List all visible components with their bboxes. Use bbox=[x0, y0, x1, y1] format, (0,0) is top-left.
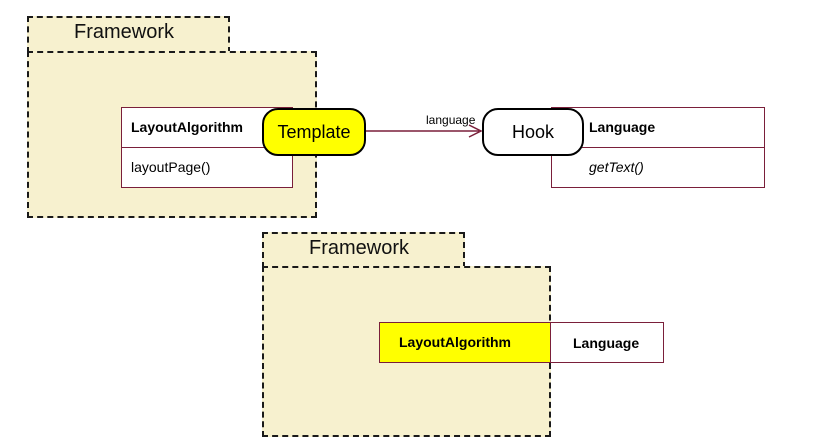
bottom-package-title: Framework bbox=[309, 237, 410, 259]
association-label: language bbox=[426, 113, 476, 127]
association-arrowhead bbox=[468, 124, 483, 138]
get-text-operation: getText() bbox=[589, 159, 644, 175]
bottom-language-class bbox=[550, 322, 664, 363]
top-package-title: Framework bbox=[74, 21, 175, 43]
bottom-layout-algorithm-name: LayoutAlgorithm bbox=[399, 334, 511, 350]
hook-tag: Hook bbox=[482, 108, 584, 156]
bottom-layout-algorithm-class bbox=[379, 322, 551, 363]
layout-algorithm-class-name: LayoutAlgorithm bbox=[131, 119, 243, 135]
template-tag: Template bbox=[262, 108, 366, 156]
language-class-name: Language bbox=[589, 119, 656, 135]
layout-algorithm-separator bbox=[121, 147, 293, 148]
layout-page-operation: layoutPage() bbox=[131, 159, 211, 175]
language-separator bbox=[551, 147, 765, 148]
bottom-language-name: Language bbox=[573, 335, 640, 351]
